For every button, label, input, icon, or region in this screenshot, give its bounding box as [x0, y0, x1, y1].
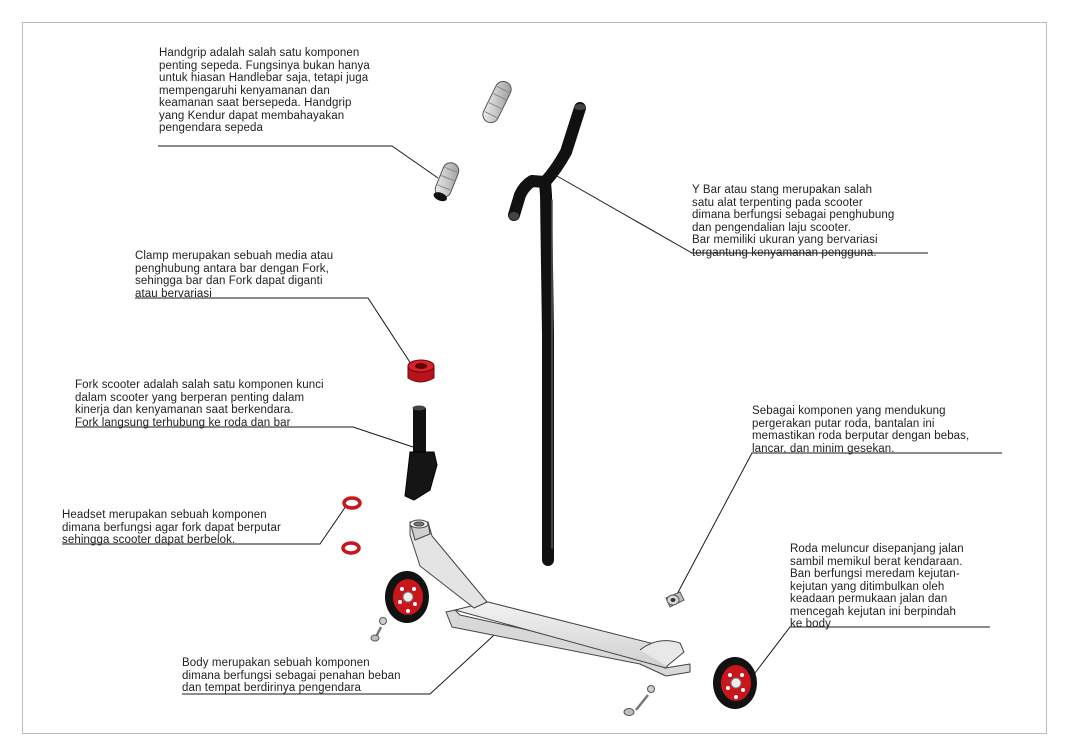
bearing-annotation: Sebagai komponen yang mendukung pergerak… [752, 405, 970, 455]
y-bar [508, 102, 586, 566]
headset-upper-ring [342, 496, 362, 510]
leader-wheel [741, 626, 990, 691]
handgrip-annotation: Handgrip adalah salah satu komponen pent… [159, 47, 370, 134]
bearing [665, 591, 685, 608]
ybar-annotation: Y Bar atau stang merupakan salah satu al… [692, 184, 895, 259]
body-annotation: Body merupakan sebuah komponen dimana be… [182, 657, 401, 694]
leader-handgrip [158, 145, 439, 179]
leader-clamp [135, 297, 416, 371]
leader-ybar [556, 175, 928, 254]
clamp [407, 359, 435, 383]
headset-lower-ring [341, 541, 361, 555]
drawing-sheet-border [22, 22, 1047, 734]
leader-lines [62, 145, 1002, 695]
leader-body [182, 624, 506, 695]
handgrip-lower [433, 162, 460, 202]
leader-headset [62, 505, 347, 545]
clamp-annotation: Clamp merupakan sebuah media atau penghu… [135, 250, 334, 300]
rear-axle-bolt [623, 685, 655, 716]
fork-annotation: Fork scooter adalah salah satu komponen … [75, 379, 324, 429]
leader-bearing [674, 452, 1002, 599]
headset-annotation: Headset merupakan sebuah komponen dimana… [62, 509, 281, 546]
fork [404, 405, 438, 501]
handgrip-upper [482, 80, 512, 124]
leader-fork [75, 426, 414, 448]
wheel-annotation: Roda meluncur disepanjang jalan sambil m… [790, 543, 964, 630]
front-axle-bolt [370, 617, 387, 642]
front-wheel [385, 571, 429, 623]
scooter-body [409, 519, 691, 677]
rear-wheel [713, 657, 757, 709]
